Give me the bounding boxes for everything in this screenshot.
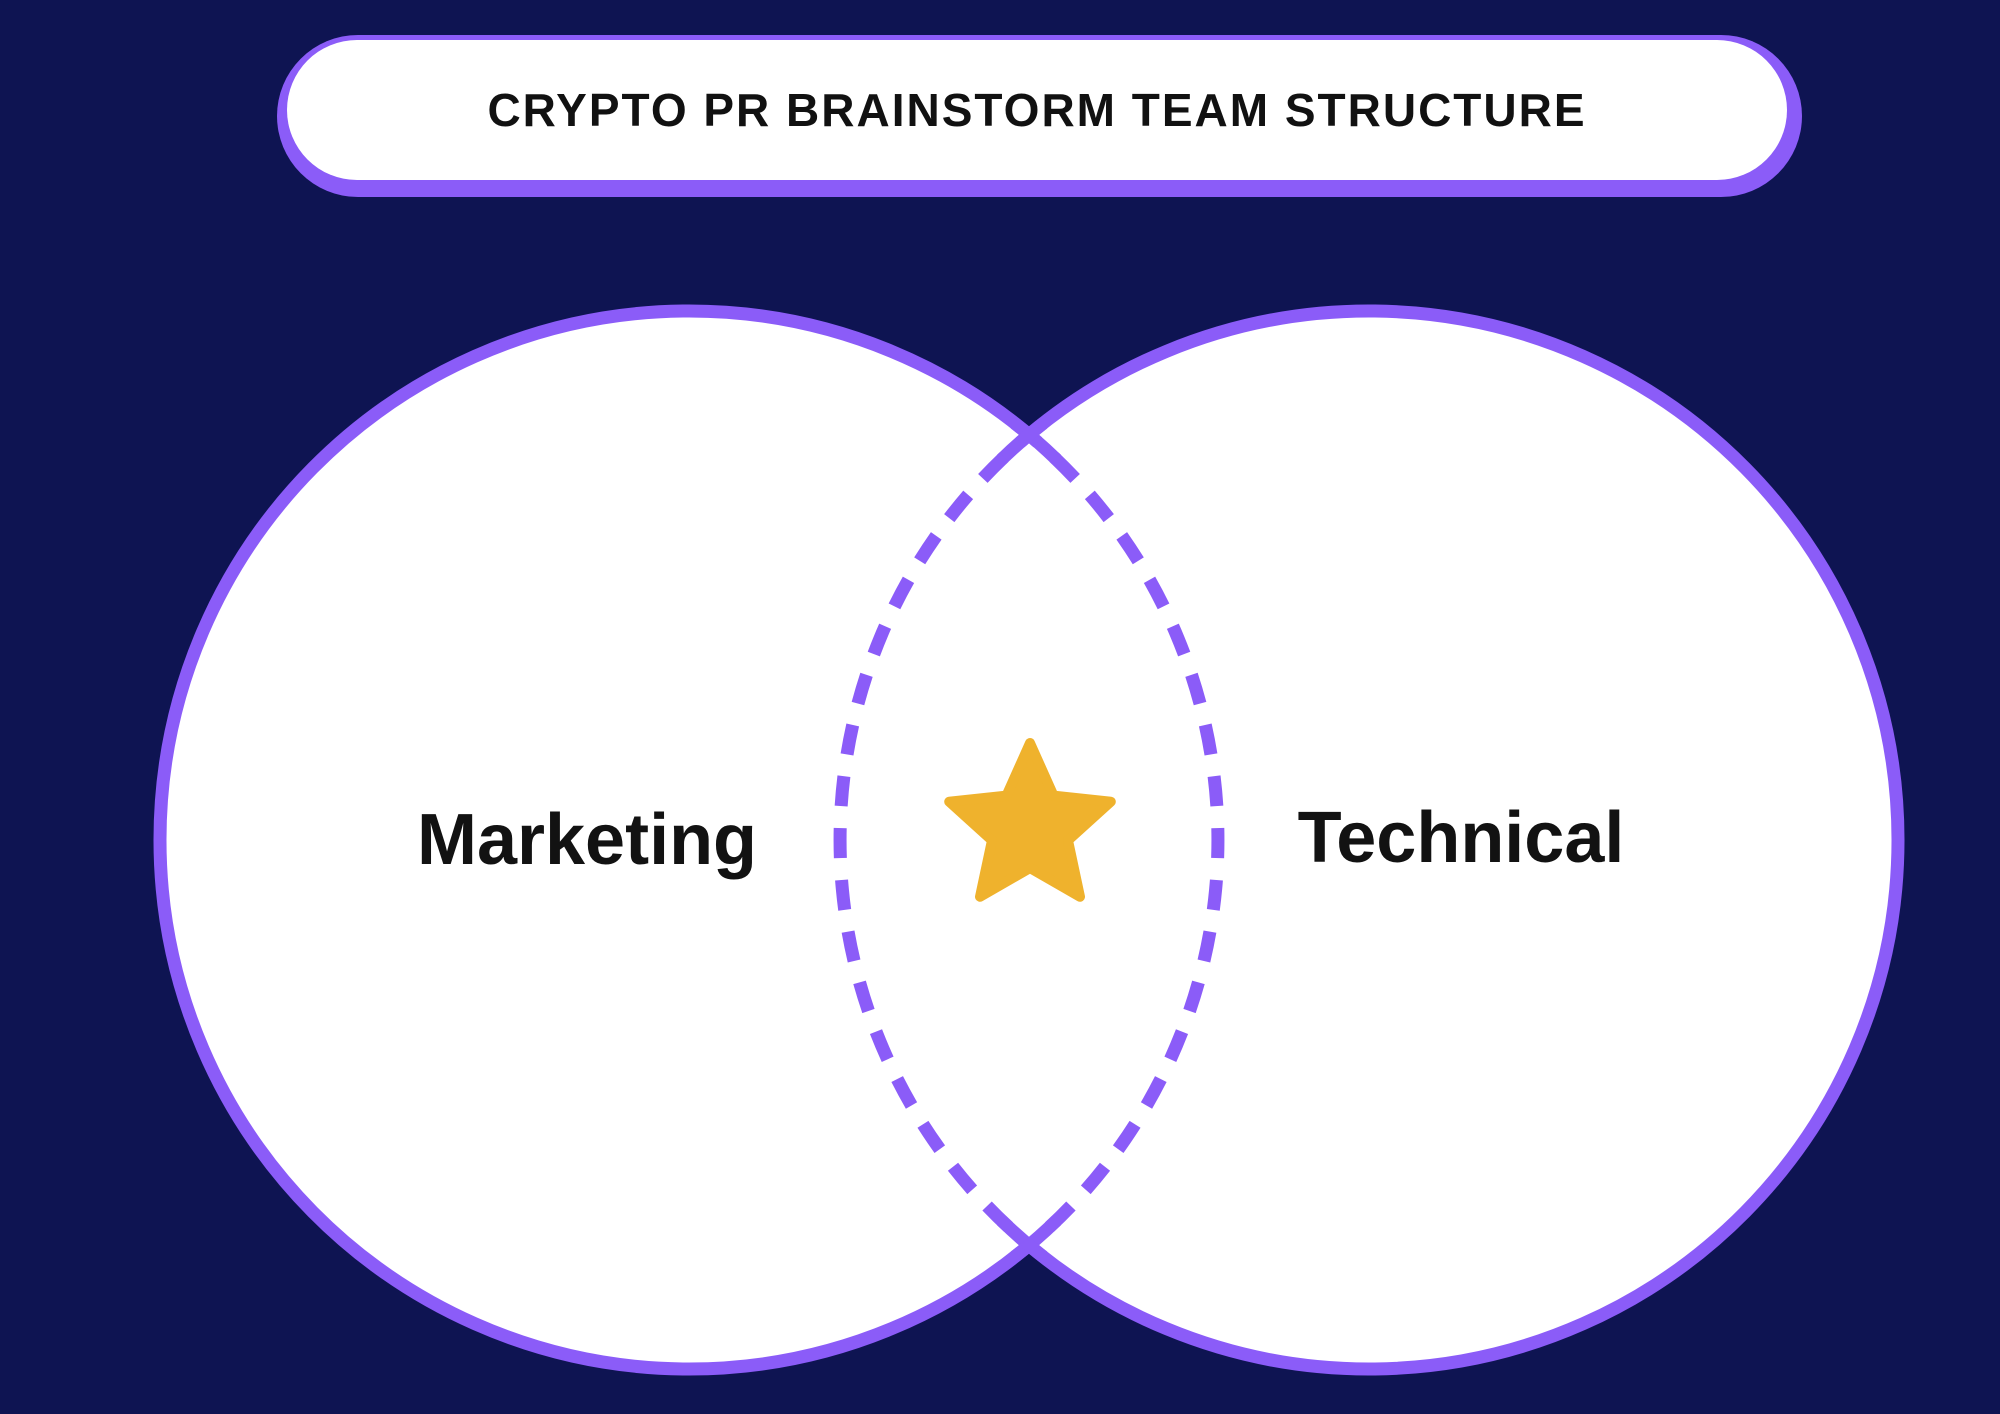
title-banner: CRYPTO PR BRAINSTORM TEAM STRUCTURE	[277, 35, 1802, 197]
star-icon	[944, 738, 1116, 902]
technical-circle-outline	[996, 304, 1905, 1376]
technical-label: Technical	[1297, 798, 1625, 878]
overlap-dashed-arc-left	[833, 418, 1048, 1262]
title-banner-inner: CRYPTO PR BRAINSTORM TEAM STRUCTURE	[287, 40, 1787, 180]
overlap-dashed-arc-right	[1010, 418, 1225, 1262]
technical-circle	[840, 311, 1898, 1369]
marketing-label: Marketing	[416, 800, 758, 880]
page-title: CRYPTO PR BRAINSTORM TEAM STRUCTURE	[487, 84, 1587, 136]
marketing-circle-outline	[153, 304, 1062, 1376]
